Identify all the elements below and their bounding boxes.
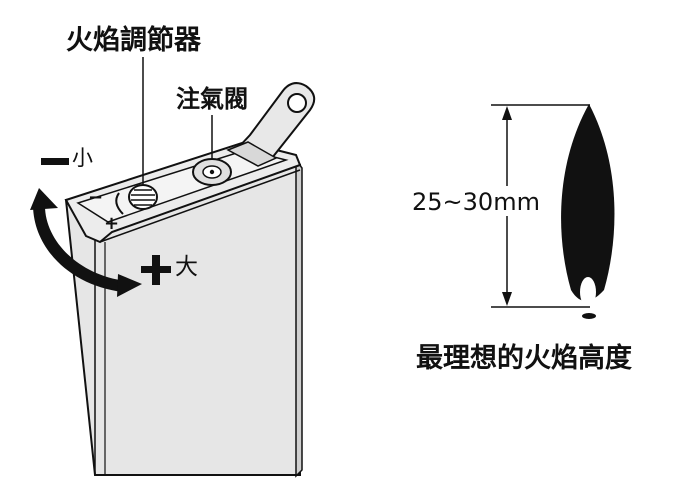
flame-shape [561, 104, 615, 301]
large-label: 大 [175, 254, 198, 280]
flame-regulator-dial [128, 184, 158, 210]
gas-valve-label: 注氣閥 [176, 85, 248, 113]
lid-hole [287, 93, 307, 113]
dimension-arrowhead-top [502, 106, 512, 120]
plus-bar-vertical [152, 255, 160, 285]
lid-hinge-block [226, 141, 278, 167]
rotation-arrow-tail [117, 274, 142, 297]
ideal-flame-caption: 最理想的火焰高度 [416, 343, 632, 374]
dial-grip-lines [131, 189, 155, 206]
rotation-arrow [33, 204, 126, 292]
dial-minus-mark: − [88, 187, 104, 208]
flame-regulator-label: 火焰調節器 [66, 25, 201, 56]
rotation-arrowhead [30, 188, 58, 210]
gas-valve-center-dot [209, 169, 215, 175]
small-label: 小 [72, 146, 93, 170]
regulator-adjust-curve [115, 192, 124, 215]
flame-inner-core [580, 277, 596, 307]
flame-height-range: 25~30mm [412, 188, 540, 216]
dial-plus-mark: + [104, 213, 120, 234]
flame-wick-dot [582, 313, 596, 319]
lighter-top-bevel [99, 169, 301, 243]
lighter-top-rim [76, 149, 289, 223]
minus-bar [41, 158, 69, 165]
dimension-arrowhead-bottom [502, 292, 512, 306]
